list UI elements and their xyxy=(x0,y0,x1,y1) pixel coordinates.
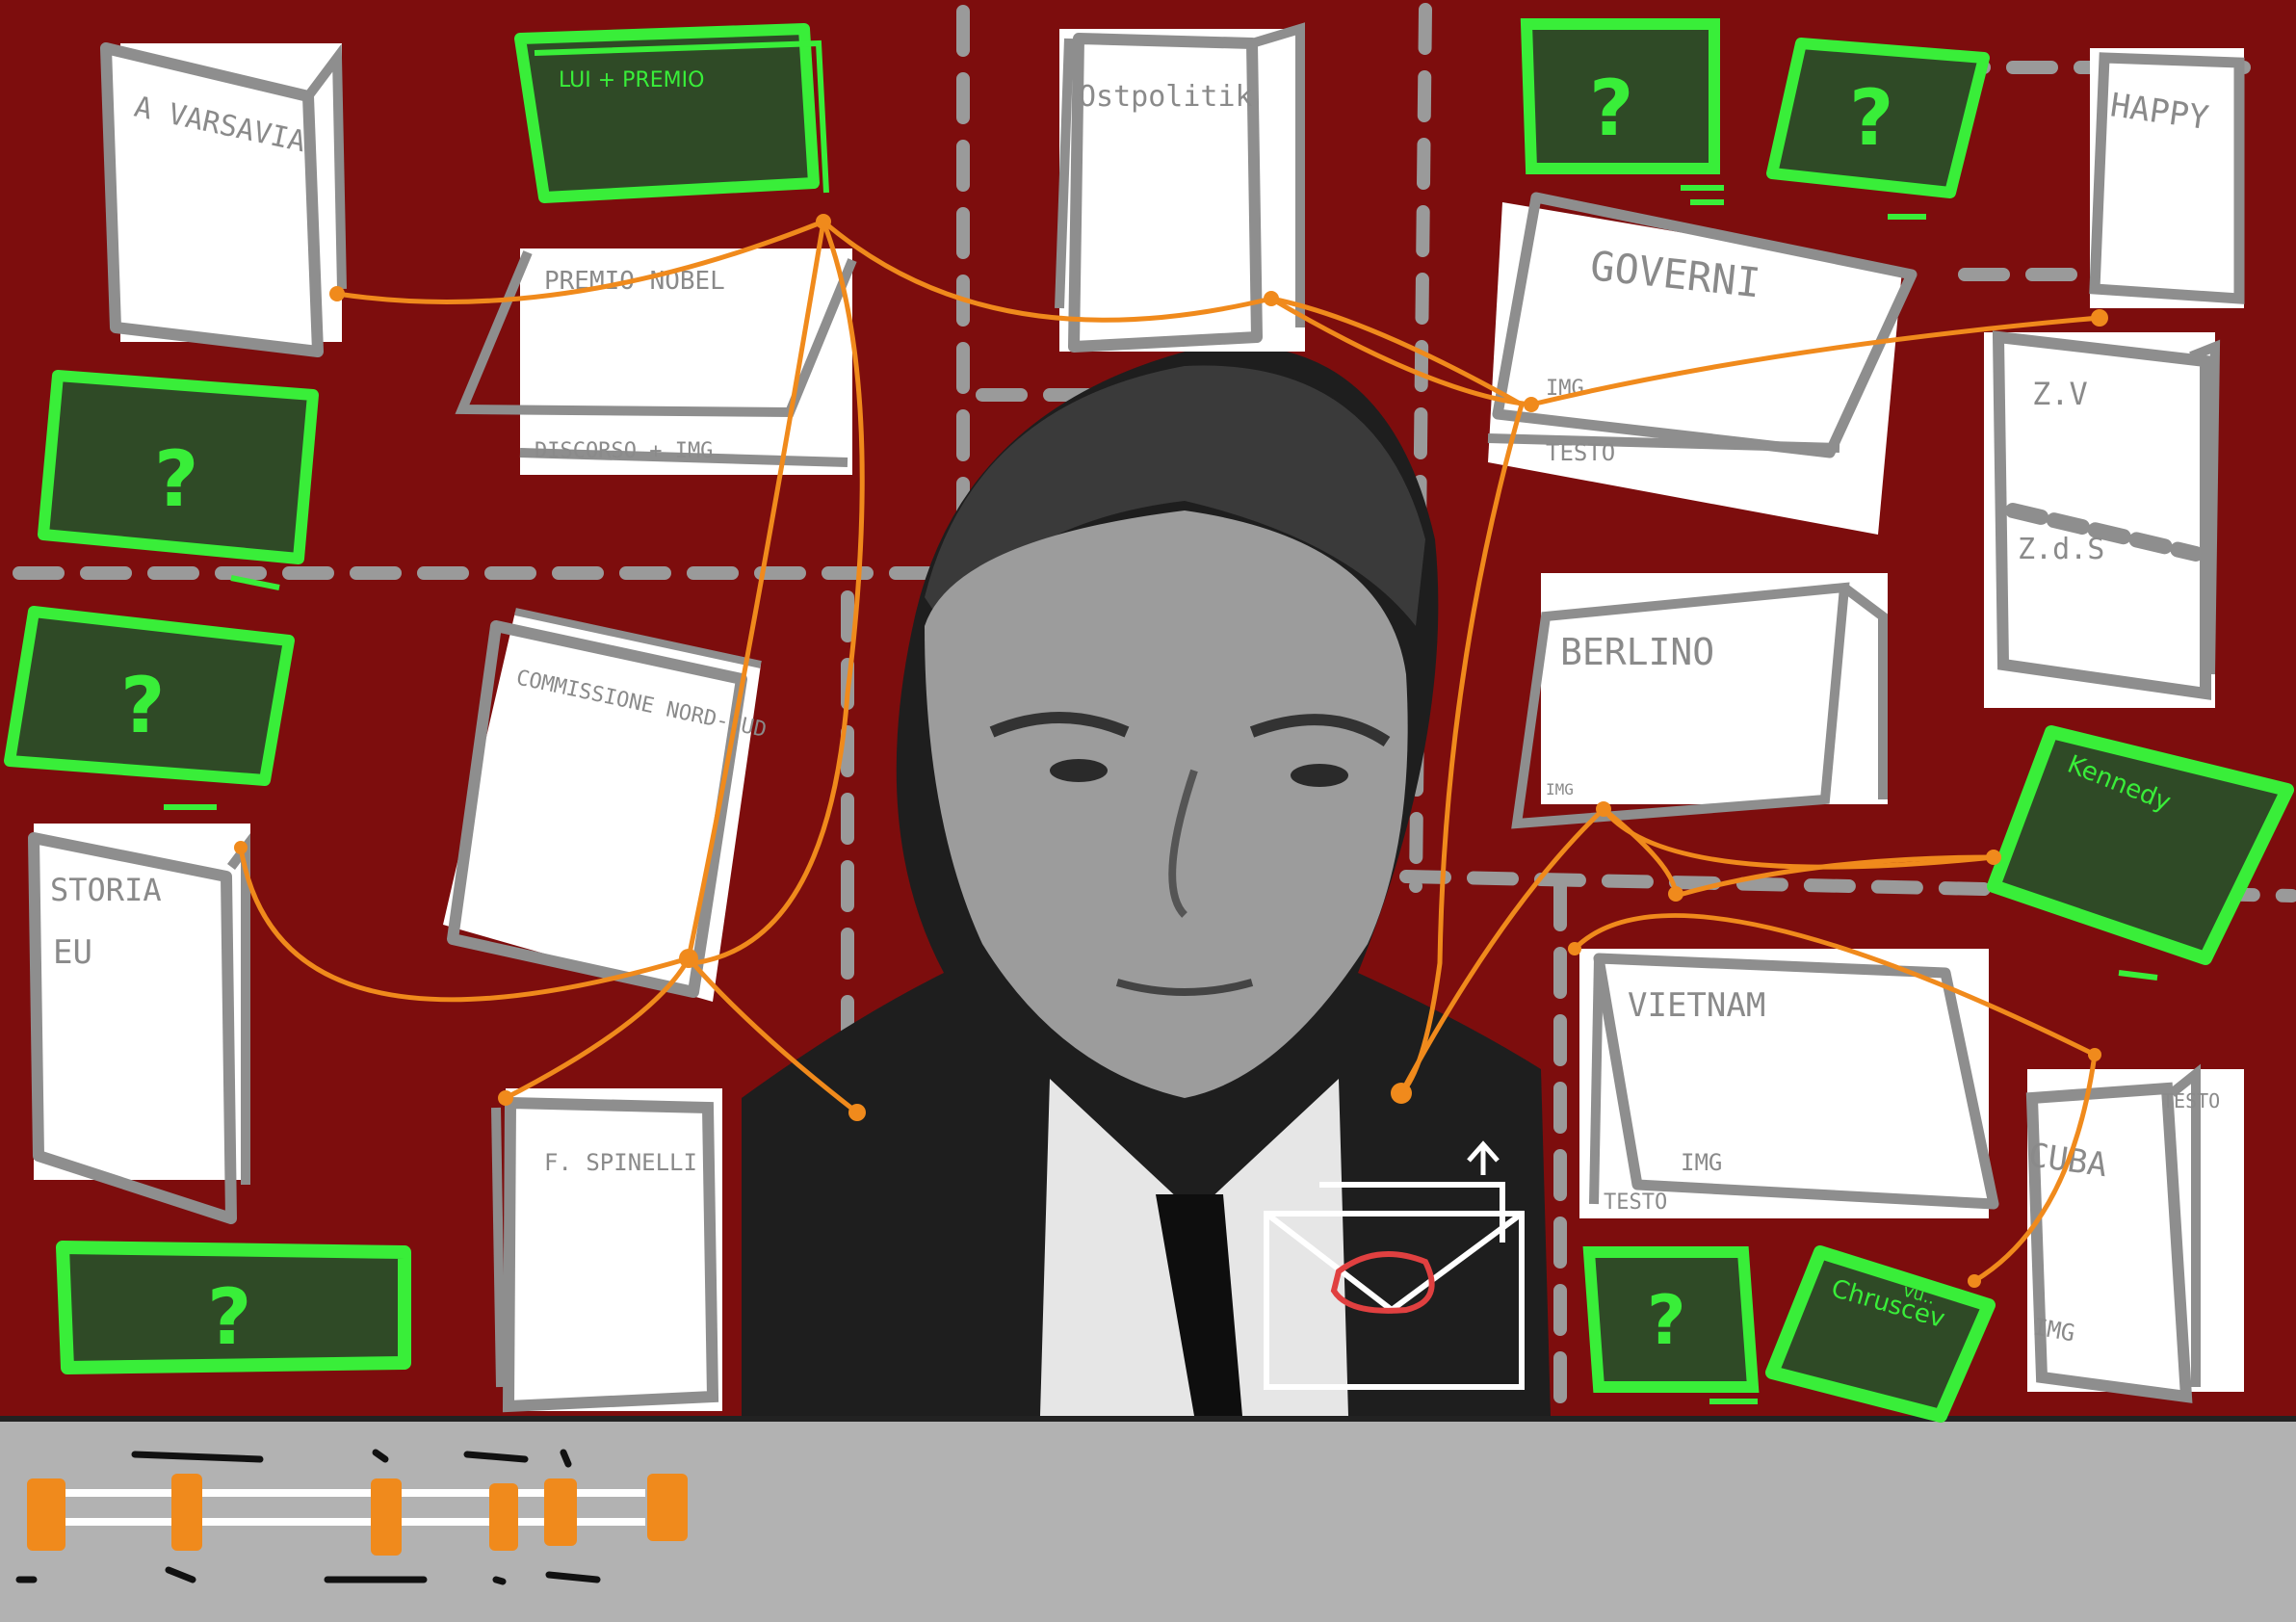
screen-question-2[interactable]: ? xyxy=(1766,38,1990,220)
card-premio-nobel-footer: DISCORSO + IMG xyxy=(535,439,713,463)
connection-wires xyxy=(238,219,2100,1284)
screen-question-6-mark: ? xyxy=(1647,1281,1686,1360)
card-f-spinelli-label: F. SPINELLI xyxy=(544,1149,697,1176)
card-berlino-img: IMG xyxy=(1546,780,1574,798)
envelope-upload-icon[interactable] xyxy=(1264,1140,1525,1390)
connection-nodes xyxy=(234,214,2108,1288)
card-cuba-testo: TESTO xyxy=(2162,1089,2220,1112)
screen-question-4[interactable]: ? xyxy=(4,606,295,810)
card-cuba[interactable]: CUBA TESTO IMG xyxy=(2026,1063,2244,1403)
card-ostpolitik-label: Ostpolitik xyxy=(1079,80,1253,114)
timeline-marker[interactable] xyxy=(647,1474,688,1541)
card-f-spinelli[interactable]: F. SPINELLI xyxy=(491,1088,722,1413)
card-storia-eu[interactable]: STORIA EU xyxy=(28,824,250,1224)
screen-chruscev[interactable]: vu.. Chruscev xyxy=(1765,1245,1996,1423)
card-vietnam-title: VIETNAM xyxy=(1628,986,1765,1025)
card-berlino-title: BERLINO xyxy=(1560,631,1714,673)
screen-question-5-mark: ? xyxy=(207,1272,251,1362)
card-vietnam[interactable]: VIETNAM IMG TESTO xyxy=(1579,949,1999,1218)
card-commissione-nord-sud[interactable]: COMMISSIONE NORD-SUD xyxy=(443,608,769,1002)
timeline-marker[interactable] xyxy=(27,1478,65,1551)
wax-seal-icon xyxy=(1330,1251,1435,1314)
card-storia-label: STORIA xyxy=(50,872,162,908)
card-zv-zds[interactable]: Z.V Z.d.S xyxy=(1984,330,2221,708)
card-eu-label: EU xyxy=(53,933,92,972)
screen-question-3-mark: ? xyxy=(154,434,198,524)
screen-kennedy[interactable]: Kennedy xyxy=(1987,725,2294,981)
timeline-marker[interactable] xyxy=(489,1483,518,1551)
card-happy[interactable]: HAPPY xyxy=(2089,48,2245,308)
portrait-photo xyxy=(742,345,1551,1416)
timeline-markers xyxy=(27,1474,688,1556)
timeline-track[interactable] xyxy=(15,1449,688,1585)
timeline-scribbles xyxy=(15,1449,601,1585)
card-berlino[interactable]: BERLINO IMG xyxy=(1511,573,1888,829)
timeline-marker[interactable] xyxy=(371,1478,402,1556)
card-a-varsavia[interactable]: A VARSAVIA xyxy=(100,42,347,357)
screen-lui-premio-label: LUI + PREMIO xyxy=(559,68,704,92)
screen-question-4-mark: ? xyxy=(120,661,165,750)
screen-lui-premio[interactable]: LUI + PREMIO xyxy=(514,23,829,203)
screen-question-1[interactable]: ? xyxy=(1520,18,1724,205)
card-governi-testo: TESTO xyxy=(1546,439,1615,466)
card-zds-label: Z.d.S xyxy=(2018,533,2104,566)
screen-question-6[interactable]: ? xyxy=(1582,1246,1760,1404)
screen-question-1-mark: ? xyxy=(1589,64,1633,153)
screen-question-5[interactable]: ? xyxy=(56,1241,411,1374)
card-vietnam-img: IMG xyxy=(1681,1149,1722,1176)
card-premio-nobel[interactable]: PREMIO NOBEL DISCORSO + IMG xyxy=(455,249,857,475)
screen-question-3[interactable]: ? xyxy=(38,370,319,590)
timeline-marker[interactable] xyxy=(171,1474,202,1551)
timeline-marker[interactable] xyxy=(544,1478,577,1546)
screen-question-2-mark: ? xyxy=(1849,73,1893,163)
card-vietnam-testo: TESTO xyxy=(1604,1190,1667,1215)
card-zv-label: Z.V xyxy=(2032,376,2088,412)
